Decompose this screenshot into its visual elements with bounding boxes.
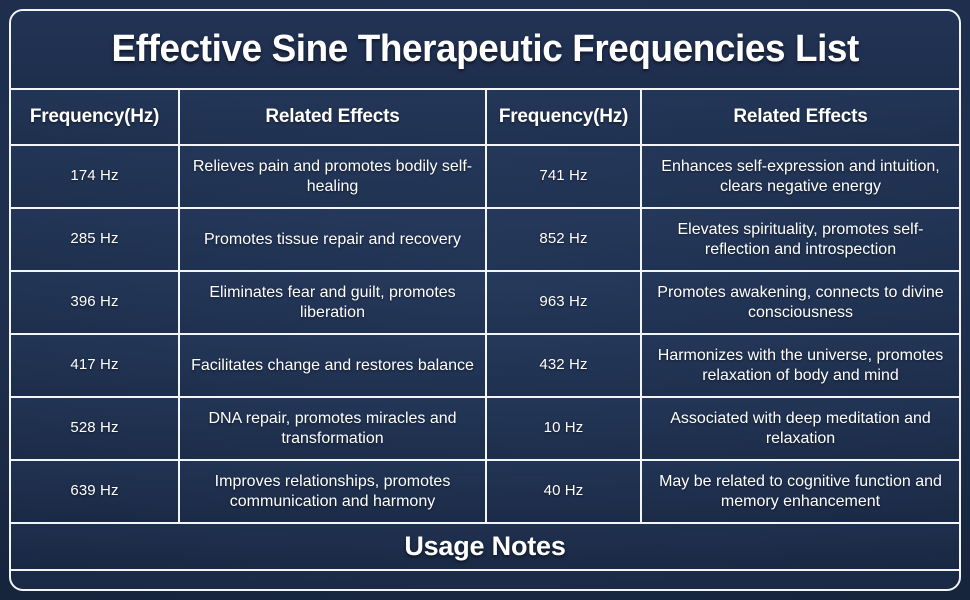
column-header-effects-left: Related Effects xyxy=(179,90,487,146)
cell-frequency-right: 852 Hz xyxy=(486,208,642,272)
cell-effect-right: Enhances self-expression and intuition, … xyxy=(641,145,959,209)
usage-notes-heading: Usage Notes xyxy=(11,524,959,571)
cell-frequency-right: 963 Hz xyxy=(486,271,642,335)
cell-effect-left: Improves relationships, promotes communi… xyxy=(179,460,487,524)
page-title: Effective Sine Therapeutic Frequencies L… xyxy=(111,28,859,70)
column-header-effects-right: Related Effects xyxy=(641,90,959,146)
table-row: 285 Hz Promotes tissue repair and recove… xyxy=(11,208,959,272)
table-header: Frequency(Hz) Related Effects Frequency(… xyxy=(11,90,959,146)
cell-effect-right: Promotes awakening, connects to divine c… xyxy=(641,271,959,335)
column-header-frequency-left: Frequency(Hz) xyxy=(11,90,180,146)
cell-frequency-left: 285 Hz xyxy=(11,208,180,272)
cell-effect-right: May be related to cognitive function and… xyxy=(641,460,959,524)
usage-notes-body: Individual Variability: The effects of t… xyxy=(11,571,959,589)
table-row: 417 Hz Facilitates change and restores b… xyxy=(11,334,959,398)
table-header-row: Frequency(Hz) Related Effects Frequency(… xyxy=(11,90,959,146)
frequencies-table: Frequency(Hz) Related Effects Frequency(… xyxy=(11,90,959,524)
cell-effect-right: Elevates spirituality, promotes self-ref… xyxy=(641,208,959,272)
cell-frequency-right: 432 Hz xyxy=(486,334,642,398)
table-row: 174 Hz Relieves pain and promotes bodily… xyxy=(11,145,959,209)
table-row: 528 Hz DNA repair, promotes miracles and… xyxy=(11,397,959,461)
table-row: 396 Hz Eliminates fear and guilt, promot… xyxy=(11,271,959,335)
table-body: 174 Hz Relieves pain and promotes bodily… xyxy=(11,145,959,524)
cell-frequency-right: 10 Hz xyxy=(486,397,642,461)
cell-frequency-right: 741 Hz xyxy=(486,145,642,209)
cell-effect-right: Associated with deep meditation and rela… xyxy=(641,397,959,461)
table-row: 639 Hz Improves relationships, promotes … xyxy=(11,460,959,524)
cell-effect-left: Promotes tissue repair and recovery xyxy=(179,208,487,272)
cell-frequency-left: 174 Hz xyxy=(11,145,180,209)
cell-frequency-left: 528 Hz xyxy=(11,397,180,461)
cell-effect-right: Harmonizes with the universe, promotes r… xyxy=(641,334,959,398)
cell-effect-left: Relieves pain and promotes bodily self-h… xyxy=(179,145,487,209)
cell-effect-left: Facilitates change and restores balance xyxy=(179,334,487,398)
cell-frequency-right: 40 Hz xyxy=(486,460,642,524)
column-header-frequency-right: Frequency(Hz) xyxy=(486,90,642,146)
cell-frequency-left: 417 Hz xyxy=(11,334,180,398)
cell-effect-left: Eliminates fear and guilt, promotes libe… xyxy=(179,271,487,335)
usage-notes-heading-text: Usage Notes xyxy=(404,531,566,561)
cell-frequency-left: 639 Hz xyxy=(11,460,180,524)
poster-frame: Effective Sine Therapeutic Frequencies L… xyxy=(9,9,961,591)
cell-effect-left: DNA repair, promotes miracles and transf… xyxy=(179,397,487,461)
title-bar: Effective Sine Therapeutic Frequencies L… xyxy=(11,11,959,90)
cell-frequency-left: 396 Hz xyxy=(11,271,180,335)
